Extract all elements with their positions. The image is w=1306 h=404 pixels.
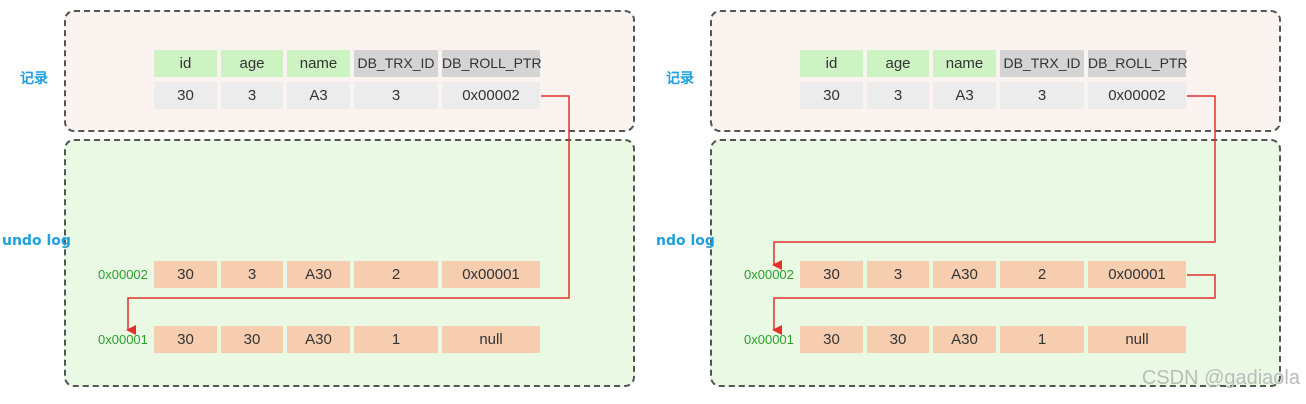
record-cell-roll-ptr: 0x00002 xyxy=(1088,82,1186,109)
header-age: age xyxy=(867,50,929,77)
record-cell-age: 3 xyxy=(221,82,283,109)
undo-cell: 3 xyxy=(867,261,929,288)
header-id: id xyxy=(154,50,217,77)
undo-log-label: ndo log xyxy=(656,233,715,249)
record-cell-name: A3 xyxy=(933,82,996,109)
undo-cell: A30 xyxy=(287,261,350,288)
header-name: name xyxy=(933,50,996,77)
record-cell-id: 30 xyxy=(154,82,217,109)
undo-cell: A30 xyxy=(933,261,996,288)
undo-cell: 1 xyxy=(1000,326,1084,353)
right-diagram: 记录 ndo log id age name DB_TRX_ID DB_ROLL… xyxy=(646,0,1299,404)
undo-cell: 0x00001 xyxy=(442,261,540,288)
record-cell-age: 3 xyxy=(867,82,929,109)
undo-cell: 2 xyxy=(1000,261,1084,288)
undo-cell: 30 xyxy=(154,261,217,288)
header-db-roll-ptr: DB_ROLL_PTR xyxy=(442,50,542,77)
undo-address-label: 0x00002 xyxy=(98,267,148,282)
header-db-roll-ptr: DB_ROLL_PTR xyxy=(1088,50,1188,77)
undo-cell: 30 xyxy=(154,326,217,353)
record-cell-trx-id: 3 xyxy=(354,82,438,109)
header-name: name xyxy=(287,50,350,77)
undo-cell: 30 xyxy=(867,326,929,353)
record-cell-trx-id: 3 xyxy=(1000,82,1084,109)
undo-cell: 30 xyxy=(800,261,863,288)
undo-cell: 3 xyxy=(221,261,283,288)
undo-cell: 30 xyxy=(221,326,283,353)
record-label: 记录 xyxy=(666,71,694,87)
undo-address-label: 0x00002 xyxy=(744,267,794,282)
undo-cell: 1 xyxy=(354,326,438,353)
left-diagram: 记录 undo log id age name DB_TRX_ID DB_ROL… xyxy=(2,10,635,387)
undo-cell: null xyxy=(1088,326,1186,353)
record-cell-name: A3 xyxy=(287,82,350,109)
undo-address-label: 0x00001 xyxy=(744,332,794,347)
record-cell-roll-ptr: 0x00002 xyxy=(442,82,540,109)
undo-log-label: undo log xyxy=(2,233,71,249)
header-id: id xyxy=(800,50,863,77)
undo-cell: null xyxy=(442,326,540,353)
undo-cell: 30 xyxy=(800,326,863,353)
undo-cell: 0x00001 xyxy=(1088,261,1186,288)
record-cell-id: 30 xyxy=(800,82,863,109)
undo-cell: A30 xyxy=(287,326,350,353)
undo-cell: 2 xyxy=(354,261,438,288)
header-db-trx-id: DB_TRX_ID xyxy=(354,50,438,77)
header-db-trx-id: DB_TRX_ID xyxy=(1000,50,1084,77)
undo-cell: A30 xyxy=(933,326,996,353)
header-age: age xyxy=(221,50,283,77)
record-label: 记录 xyxy=(20,71,48,87)
watermark: CSDN @gadiaola xyxy=(1141,367,1300,389)
undo-address-label: 0x00001 xyxy=(98,332,148,347)
